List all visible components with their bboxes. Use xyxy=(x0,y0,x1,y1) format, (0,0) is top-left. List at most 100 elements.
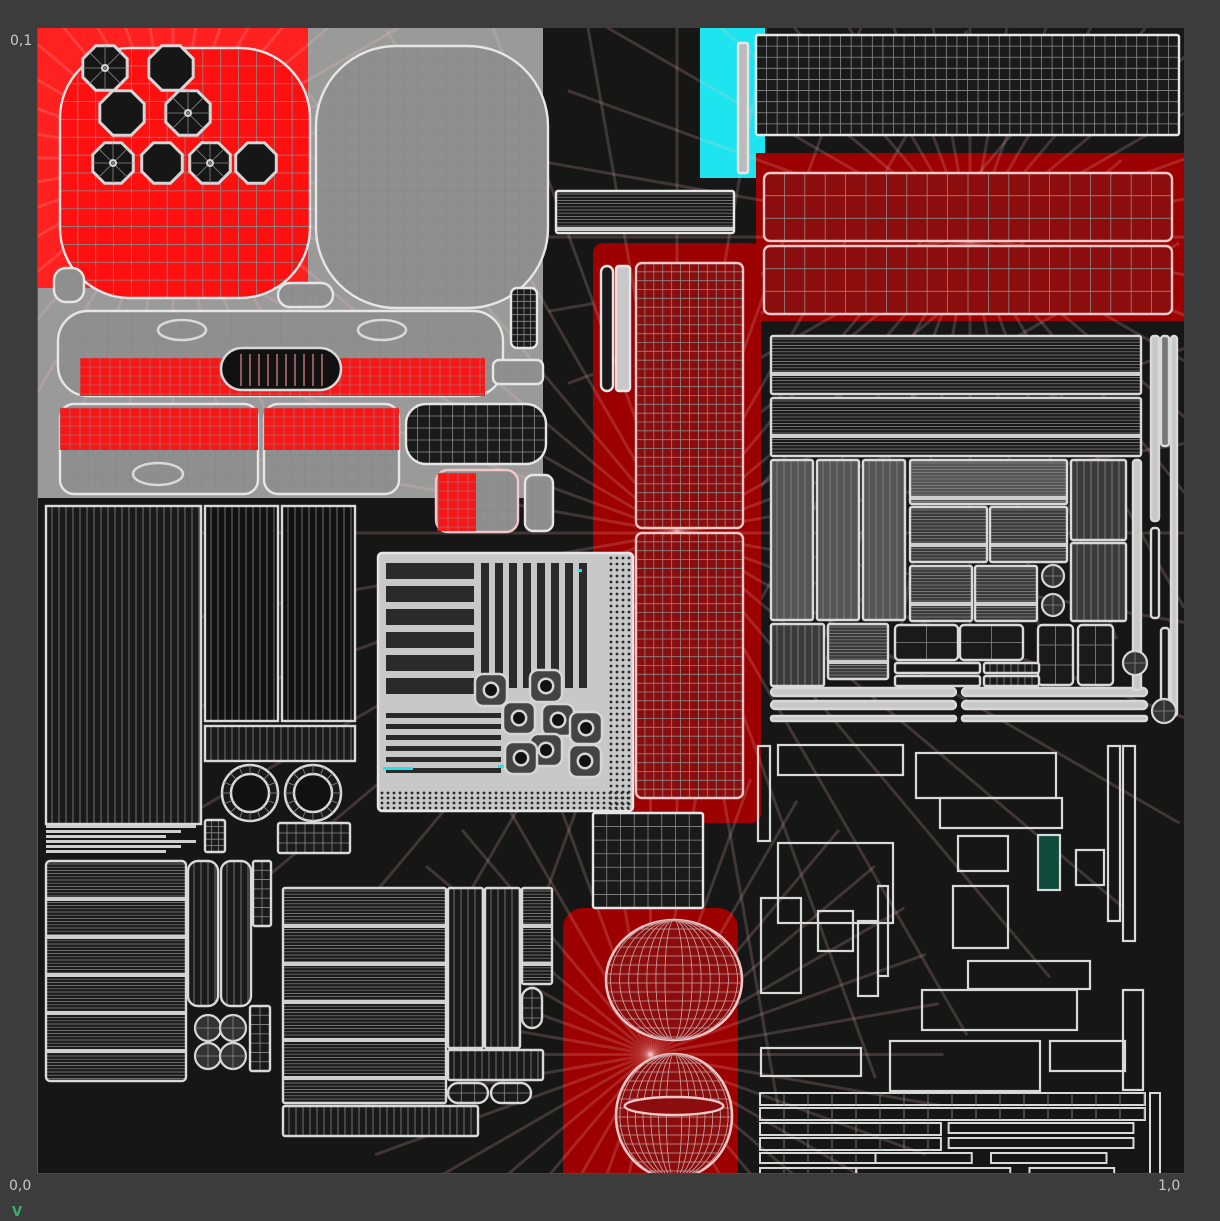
uv-island-disc-2[interactable] xyxy=(218,1013,248,1043)
uv-island-small-tri[interactable] xyxy=(52,266,86,304)
uv-island-pill-side[interactable] xyxy=(520,986,544,1030)
uv-island-sphere-top[interactable] xyxy=(604,918,744,1042)
uv-island-rod-a[interactable] xyxy=(769,686,958,698)
uv-island-frame-t[interactable] xyxy=(1121,988,1145,1092)
uv-island-frame-f[interactable] xyxy=(951,884,1010,950)
uv-island-frame-e[interactable] xyxy=(776,841,895,925)
uv-island-disc-r4[interactable] xyxy=(1150,697,1178,725)
uv-island-top-plank-2[interactable] xyxy=(769,396,1143,458)
uv-island-panel-h1[interactable] xyxy=(908,458,1069,506)
uv-island-box-cross-1[interactable] xyxy=(893,623,960,662)
uv-island-tube-a[interactable] xyxy=(186,859,220,1008)
uv-island-small-grid-b[interactable] xyxy=(276,821,352,855)
uv-island-red-plank-2[interactable] xyxy=(762,244,1174,316)
uv-island-panel-m3[interactable] xyxy=(908,564,974,623)
uv-island-box-lower[interactable] xyxy=(446,1048,545,1082)
uv-island-small-pill[interactable] xyxy=(276,281,335,309)
uv-island-strip-a[interactable] xyxy=(893,661,982,675)
uv-island-panel-low2[interactable] xyxy=(826,622,890,681)
uv-island-top-plank-1[interactable] xyxy=(769,334,1143,396)
uv-island-tiny-rect[interactable] xyxy=(491,358,545,386)
uv-island-disc-r3[interactable] xyxy=(1121,649,1149,677)
uv-islands-layer[interactable] xyxy=(38,28,1184,1173)
uv-island-bolt-8[interactable] xyxy=(567,743,603,779)
uv-island-ring-2[interactable] xyxy=(283,763,343,823)
uv-island-side-rod-4[interactable] xyxy=(1131,458,1143,692)
uv-island-top-dark-grid[interactable] xyxy=(754,33,1181,137)
uv-island-panel-r2[interactable] xyxy=(1069,541,1128,623)
uv-island-frame-g[interactable] xyxy=(876,884,890,978)
uv-island-column-a[interactable] xyxy=(446,886,485,1050)
uv-island-panel-low1[interactable] xyxy=(769,622,826,688)
uv-island-thin-vertical[interactable] xyxy=(736,41,750,175)
uv-island-side-rod-5[interactable] xyxy=(1149,526,1161,620)
uv-island-side-rod-3[interactable] xyxy=(1169,334,1179,718)
uv-island-rod-f[interactable] xyxy=(960,714,1149,723)
uv-island-octagon-3[interactable] xyxy=(98,89,146,137)
uv-island-frame-i[interactable] xyxy=(1106,744,1122,923)
uv-island-bolt-2[interactable] xyxy=(501,700,537,736)
uv-island-side-rod-1[interactable] xyxy=(1149,334,1161,523)
uv-island-rod-d[interactable] xyxy=(960,699,1149,711)
uv-island-bolt-6[interactable] xyxy=(503,740,539,776)
uv-island-panel-v1[interactable] xyxy=(769,458,815,622)
uv-island-strip-b[interactable] xyxy=(893,674,982,688)
uv-island-box-cross-4[interactable] xyxy=(1076,623,1115,687)
uv-island-base-strip[interactable] xyxy=(281,1104,480,1138)
uv-canvas[interactable] xyxy=(37,28,1184,1174)
uv-island-cushion-gray[interactable] xyxy=(314,44,550,310)
uv-island-thin-pill-vert-2[interactable] xyxy=(614,264,632,393)
uv-island-rod-b[interactable] xyxy=(769,699,958,711)
uv-island-octagon-4[interactable] xyxy=(164,89,212,137)
uv-island-bars-bottom[interactable] xyxy=(759,1092,1161,1173)
uv-island-plank-stack-a[interactable] xyxy=(44,859,188,1083)
uv-island-thin-pill-vert[interactable] xyxy=(599,264,615,393)
uv-island-bracket-b[interactable] xyxy=(248,1004,272,1073)
uv-island-frame-k[interactable] xyxy=(1074,848,1106,887)
uv-island-bracket-a[interactable] xyxy=(251,859,273,928)
uv-island-strip-c[interactable] xyxy=(982,661,1041,675)
uv-island-frame-u[interactable] xyxy=(759,896,803,995)
uv-island-octagon-5[interactable] xyxy=(91,141,135,185)
uv-island-octagon-strip[interactable] xyxy=(554,189,736,235)
uv-island-octagon-6[interactable] xyxy=(140,141,184,185)
uv-island-frame-l[interactable] xyxy=(1036,833,1062,892)
uv-island-frame-b[interactable] xyxy=(776,743,905,777)
uv-island-rod-c[interactable] xyxy=(960,686,1149,698)
uv-island-frame-a[interactable] xyxy=(756,744,772,843)
uv-island-disc-4[interactable] xyxy=(218,1041,248,1071)
uv-island-panel-m1[interactable] xyxy=(908,505,989,564)
uv-island-panel-m2[interactable] xyxy=(988,505,1069,564)
uv-island-tiny-tall[interactable] xyxy=(509,286,539,350)
uv-island-frame-n[interactable] xyxy=(1048,1039,1127,1073)
uv-island-red-tall-2[interactable] xyxy=(634,531,745,800)
uv-island-octagon-8[interactable] xyxy=(234,141,278,185)
uv-island-plank-stack-b[interactable] xyxy=(281,886,448,1105)
uv-island-small-grid-a[interactable] xyxy=(203,818,227,854)
uv-island-octagon-1[interactable] xyxy=(81,44,129,92)
uv-island-bolt-7[interactable] xyxy=(568,710,604,746)
uv-island-frame-s[interactable] xyxy=(966,959,1092,991)
uv-island-mech-part[interactable] xyxy=(591,811,705,910)
uv-island-box-cross-2[interactable] xyxy=(958,623,1025,662)
uv-island-panel-oval[interactable] xyxy=(131,461,185,487)
uv-island-sphere-bottom[interactable] xyxy=(614,1052,734,1173)
uv-island-small-box-right[interactable] xyxy=(523,473,555,533)
uv-island-disc-3[interactable] xyxy=(193,1041,223,1071)
uv-island-frame-p[interactable] xyxy=(888,1039,1042,1093)
uv-island-strip-d[interactable] xyxy=(982,674,1041,688)
uv-island-octagon-7[interactable] xyxy=(188,141,232,185)
uv-island-rod-e[interactable] xyxy=(769,714,958,723)
uv-island-bolt-1[interactable] xyxy=(473,672,509,708)
uv-island-column-b[interactable] xyxy=(483,886,522,1050)
uv-island-pill-lower-2[interactable] xyxy=(489,1081,533,1105)
uv-island-frame-d[interactable] xyxy=(938,796,1064,830)
uv-island-dark-rods-2[interactable] xyxy=(203,504,280,723)
uv-island-frame-o[interactable] xyxy=(759,1046,863,1078)
uv-island-bolt-3[interactable] xyxy=(528,668,564,704)
uv-island-tube-b[interactable] xyxy=(219,859,253,1008)
uv-island-panel-m4[interactable] xyxy=(973,564,1039,623)
uv-island-disc-r2[interactable] xyxy=(1040,592,1066,618)
uv-island-panel-v2[interactable] xyxy=(815,458,861,622)
